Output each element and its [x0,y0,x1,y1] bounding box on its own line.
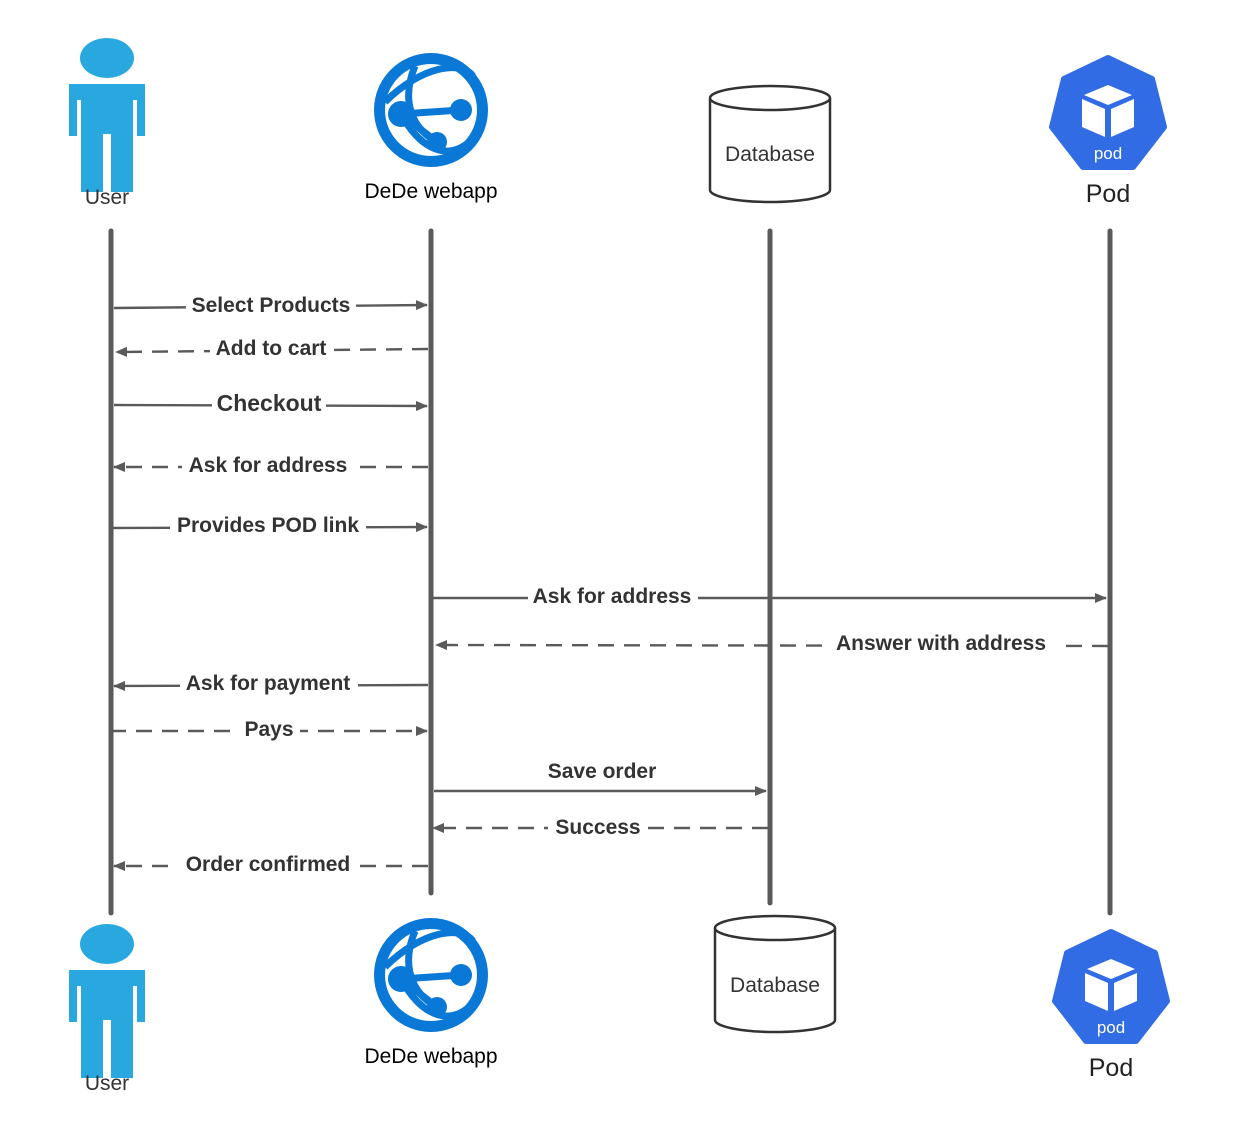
participant-pod-bottom: pod Pod [1055,932,1167,1082]
message-label: Checkout [217,390,322,416]
web-app-globe-icon [374,918,488,1032]
message-label: Ask for address [189,454,348,477]
message-ask-for-address-pod: Ask for address [430,584,1107,610]
participant-webapp-top: DeDe webapp [364,53,498,203]
message-label: Pays [244,718,293,741]
participant-database-bottom: Database [713,914,837,1034]
person-icon [69,924,145,1078]
message-select-products: Select Products [113,292,428,318]
person-icon [69,38,145,192]
message-provides-pod-link: Provides POD link [109,513,428,539]
participant-label: User [85,1072,129,1095]
participant-label: User [85,186,129,209]
message-label: Ask for address [533,585,692,608]
participant-user-bottom: User [69,924,145,1095]
pod-badge-label: pod [1097,1018,1125,1037]
participant-pod-top: pod Pod [1052,58,1164,208]
message-label: Provides POD link [177,514,359,537]
participant-database-top: Database [708,84,832,204]
message-ask-for-payment: Ask for payment [113,671,429,697]
message-save-order: Save order [434,760,767,796]
message-label: Answer with address [836,632,1046,655]
participant-label: Pod [1086,180,1130,208]
message-label: Order confirmed [186,853,351,876]
participant-webapp-bottom: DeDe webapp [364,918,498,1068]
participant-label: DeDe webapp [364,180,497,203]
database-cylinder-icon [708,84,832,204]
message-checkout: Checkout [113,390,428,418]
message-label: Success [555,816,640,839]
participant-label: Pod [1089,1054,1133,1082]
participant-label: Database [725,143,815,166]
message-answer-with-address: Answer with address [435,631,1109,657]
web-app-globe-icon [374,53,488,167]
database-cylinder-icon [713,914,837,1034]
participant-label: DeDe webapp [364,1045,497,1068]
message-ask-for-address-user: Ask for address [113,453,428,479]
message-success: Success [432,814,768,840]
message-label: Select Products [192,294,351,317]
message-order-confirmed: Order confirmed [113,851,428,877]
message-label: Add to cart [216,337,327,360]
message-pays: Pays [110,717,428,743]
message-label: Save order [548,760,657,783]
message-add-to-cart: Add to cart [115,336,429,362]
message-label: Ask for payment [186,672,351,695]
participant-user-top: User [69,38,145,209]
participant-label: Database [730,974,820,997]
pod-badge-label: pod [1094,144,1122,163]
